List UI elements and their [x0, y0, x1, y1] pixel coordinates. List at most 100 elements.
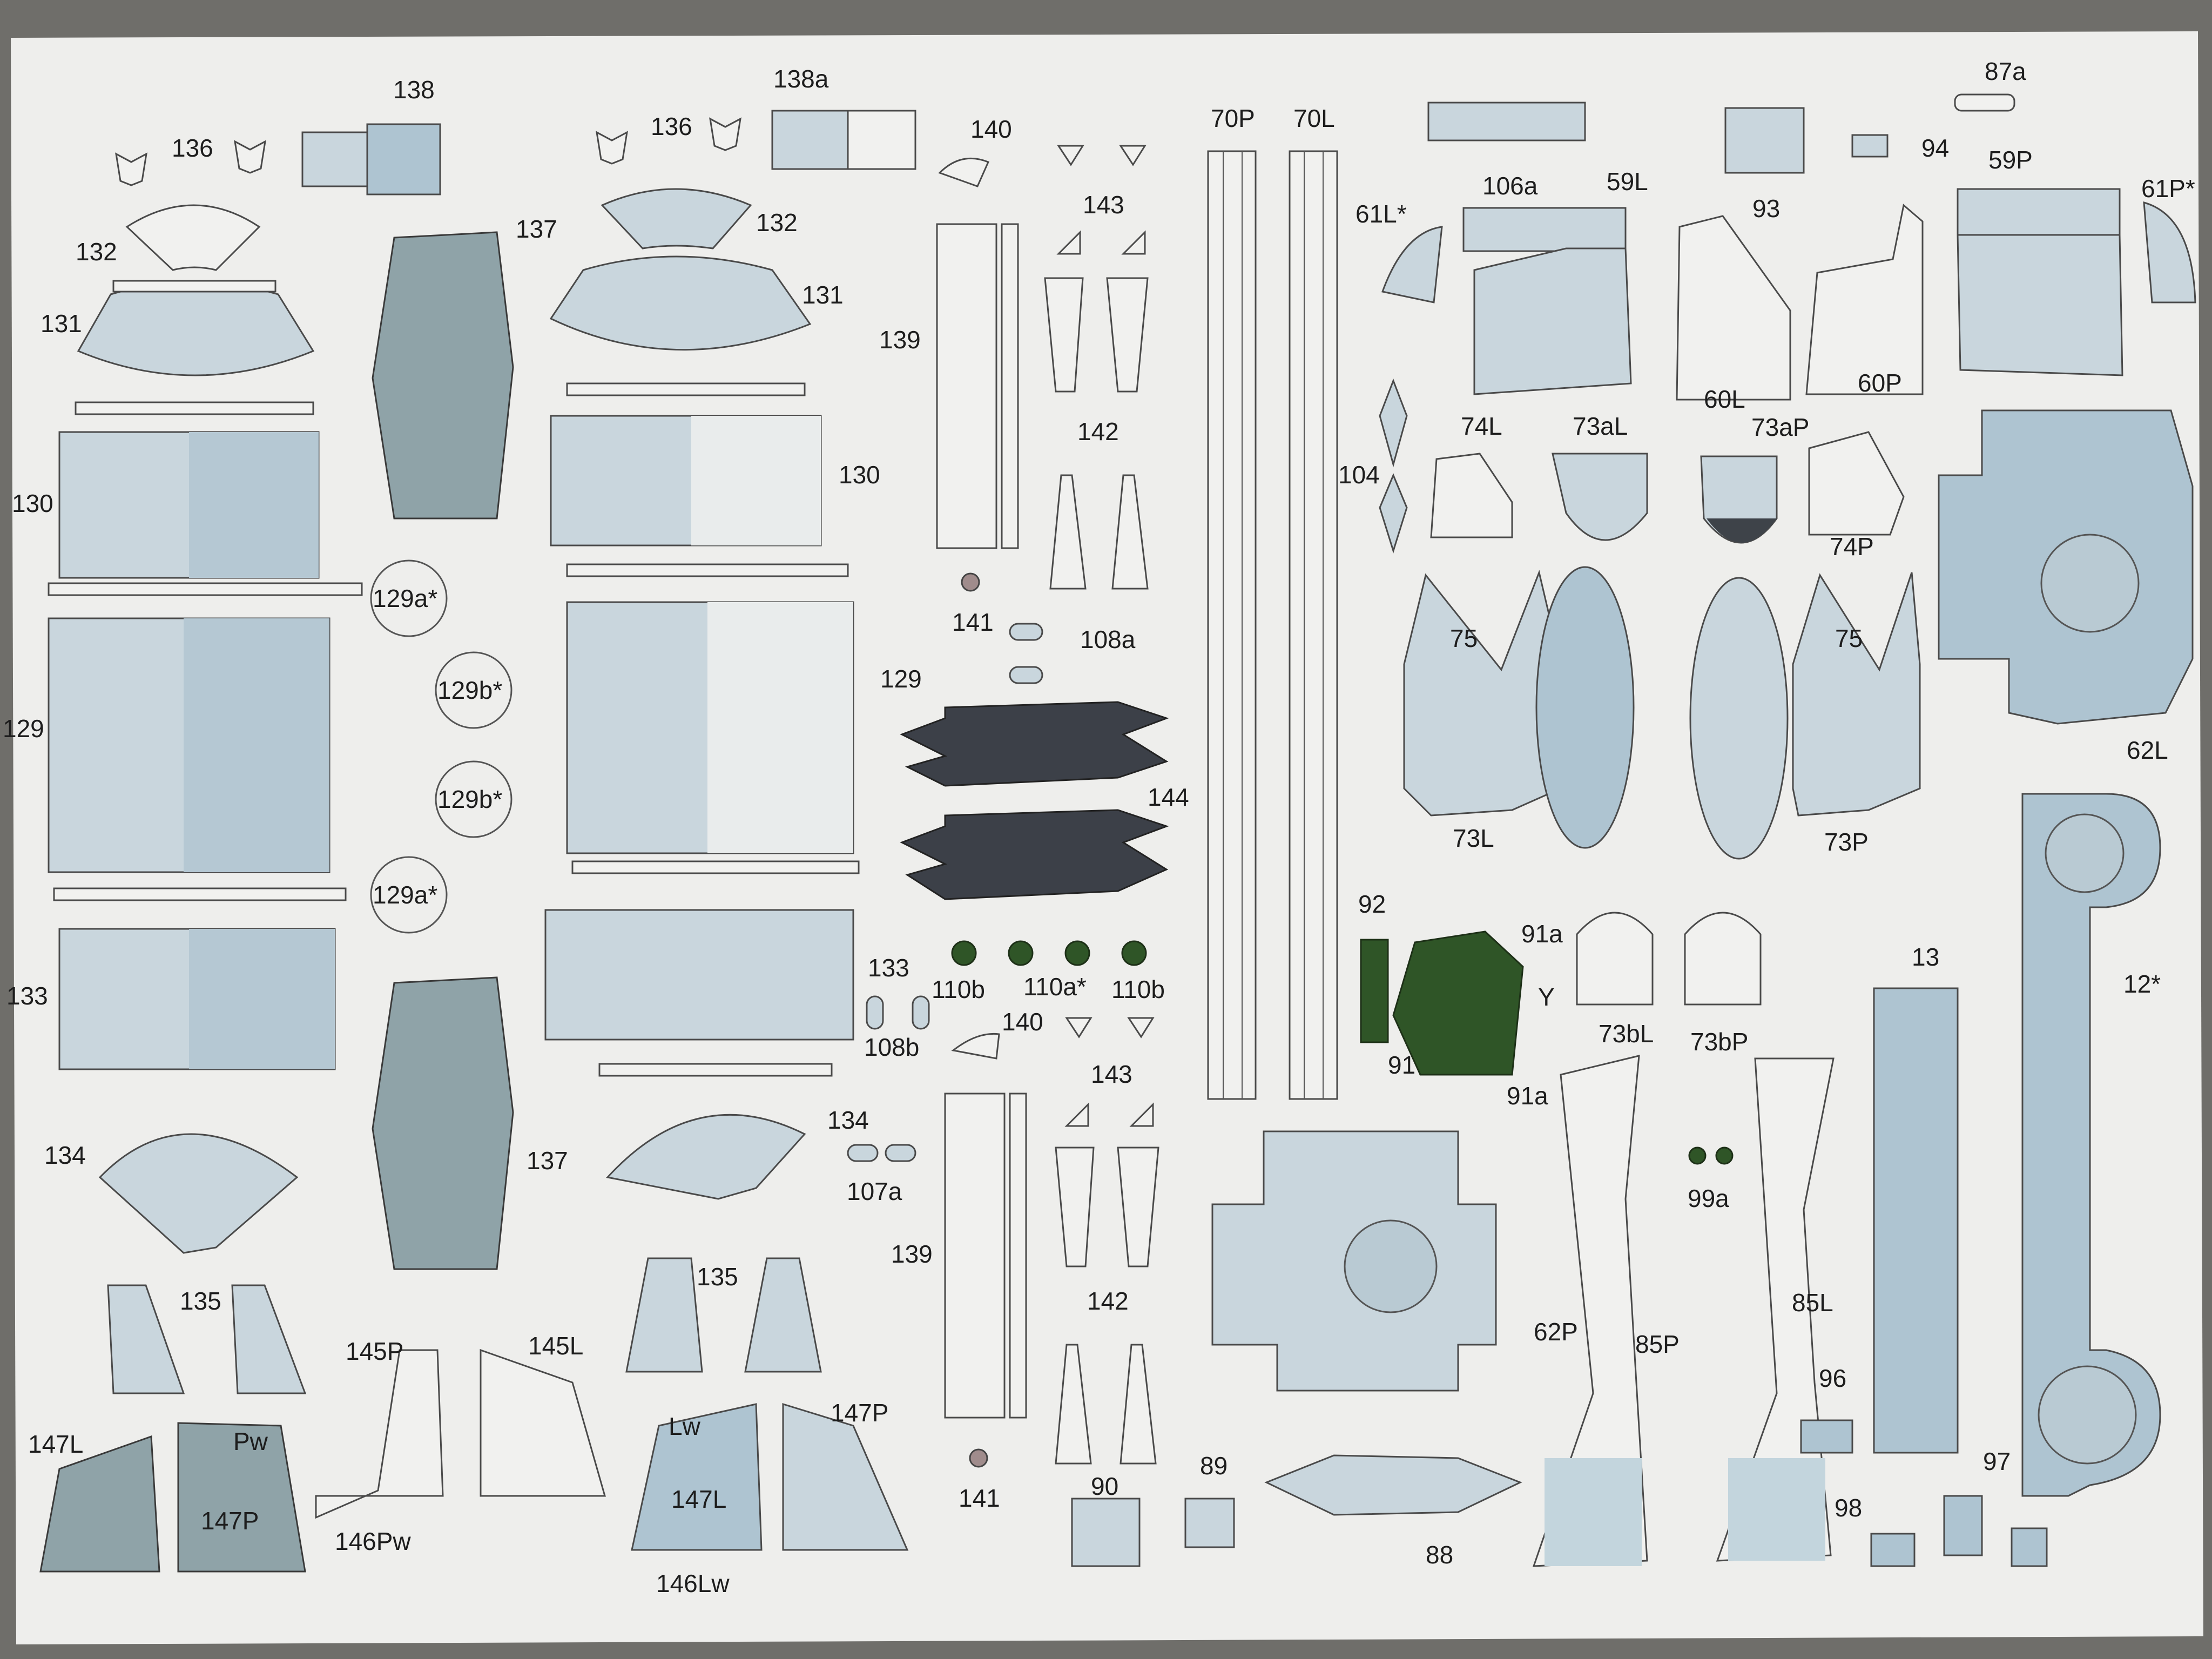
- part-147L-right: [631, 1403, 763, 1551]
- part-143-top: [1056, 145, 1147, 255]
- label-129a-bottom: 129a*: [373, 881, 437, 909]
- part-133-b: [544, 909, 854, 1041]
- part-147P-left: [177, 1422, 306, 1573]
- part-137-top: [372, 231, 514, 520]
- part-132-b: [601, 188, 752, 249]
- part-85P-fill: [1545, 1458, 1642, 1566]
- label-129-b: 129: [880, 665, 922, 693]
- label-70P: 70P: [1211, 104, 1255, 132]
- part-13: [1873, 987, 1959, 1454]
- part-98b: [2011, 1527, 2048, 1567]
- part-74L: [1430, 453, 1513, 538]
- part-136-left: [115, 152, 147, 186]
- label-62P: 62P: [1534, 1318, 1578, 1346]
- label-61P: 61P*: [2141, 174, 2195, 203]
- label-61L: 61L*: [1355, 200, 1407, 228]
- part-96: [1800, 1419, 1853, 1454]
- part-140-bottom: [951, 1033, 1000, 1060]
- label-96: 96: [1819, 1364, 1846, 1392]
- part-139-top: [936, 223, 997, 549]
- label-143-a: 143: [1083, 191, 1124, 219]
- part-131-b-strip: [566, 382, 806, 396]
- label-88: 88: [1426, 1541, 1453, 1569]
- part-143-bottom: [1064, 1017, 1155, 1127]
- label-134-a: 134: [44, 1141, 86, 1169]
- label-140-a: 140: [970, 115, 1012, 143]
- group-right-parts: [1800, 188, 2196, 1567]
- label-131-a: 131: [41, 309, 82, 338]
- label-70L: 70L: [1293, 104, 1335, 132]
- part-135-left: [107, 1284, 185, 1394]
- disc-129a-bottom: [370, 856, 448, 934]
- part-73P: [1792, 572, 1921, 817]
- label-89: 89: [1200, 1452, 1228, 1480]
- part-129-b-strip: [566, 563, 849, 577]
- part-139-top-strip: [1001, 223, 1019, 549]
- part-129-b-light: [707, 602, 853, 853]
- label-129b-bottom: 129b*: [437, 785, 502, 813]
- part-70P: [1207, 150, 1257, 1100]
- part-59L: [1473, 247, 1632, 395]
- label-140-b: 140: [1002, 1008, 1043, 1036]
- label-108a: 108a: [1080, 625, 1136, 653]
- part-73bL: [1576, 912, 1654, 1006]
- part-139-bottom: [944, 1092, 1006, 1419]
- label-139-a: 139: [879, 326, 921, 354]
- label-141-a: 141: [952, 608, 994, 636]
- disc-129b-top: [435, 651, 512, 729]
- part-73bP: [1684, 912, 1762, 1006]
- label-99a: 99a: [1688, 1184, 1729, 1212]
- label-136-a: 136: [172, 134, 213, 162]
- label-107a: 107a: [847, 1177, 902, 1205]
- part-104-top: [1379, 378, 1408, 468]
- part-131: [77, 281, 315, 376]
- part-94: [1851, 134, 1889, 158]
- part-93: [1724, 107, 1805, 174]
- part-107a: [847, 1144, 916, 1162]
- part-70L: [1289, 150, 1338, 1100]
- part-144-bottom: [900, 809, 1169, 900]
- label-146Pw: 146Pw: [335, 1527, 411, 1555]
- label-60P: 60P: [1858, 369, 1902, 397]
- part-144-top: [900, 701, 1169, 787]
- part-labels: 136 138 132 131 137 130 129a* 129b* 129b…: [3, 57, 2195, 1597]
- part-135-b-right: [744, 1257, 822, 1373]
- ladder-70P: [1223, 151, 1324, 1099]
- part-12-disc-top: [2045, 813, 2125, 893]
- label-85L: 85L: [1792, 1289, 1833, 1317]
- label-142-a: 142: [1077, 417, 1119, 446]
- label-129-a: 129: [3, 714, 44, 743]
- part-104-bottom: [1379, 473, 1408, 554]
- part-12: [2021, 793, 2161, 1497]
- part-129-shade: [184, 618, 329, 872]
- label-133-b: 133: [868, 954, 909, 982]
- label-73L: 73L: [1453, 824, 1494, 852]
- label-62L: 62L: [2127, 736, 2168, 764]
- part-140-top: [938, 157, 990, 187]
- label-147L-a: 147L: [28, 1430, 83, 1458]
- label-90: 90: [1091, 1472, 1118, 1500]
- part-92: [1360, 939, 1389, 1043]
- part-91: [1392, 930, 1524, 1076]
- part-74P: [1808, 431, 1905, 536]
- label-73aP: 73aP: [1751, 413, 1809, 441]
- label-131-b: 131: [802, 281, 844, 309]
- part-61P: [2143, 201, 2196, 304]
- part-147L-left: [39, 1435, 160, 1573]
- part-60P: [1805, 204, 1924, 395]
- part-130-shade: [189, 432, 319, 578]
- part-108b: [866, 995, 930, 1030]
- part-135-right: [231, 1284, 307, 1394]
- group-middle-sections: [544, 110, 916, 1551]
- part-138a: [771, 110, 849, 170]
- part-147P-right: [782, 1402, 909, 1551]
- label-135-a: 135: [180, 1287, 221, 1315]
- disc-129a-top: [370, 559, 448, 637]
- group-column-six: [1676, 93, 2015, 1562]
- label-59L: 59L: [1607, 167, 1648, 195]
- part-145L-left: [480, 1348, 606, 1497]
- part-98: [1870, 1533, 1916, 1567]
- label-110a: 110a*: [1023, 973, 1087, 1001]
- label-73bP: 73bP: [1690, 1028, 1748, 1056]
